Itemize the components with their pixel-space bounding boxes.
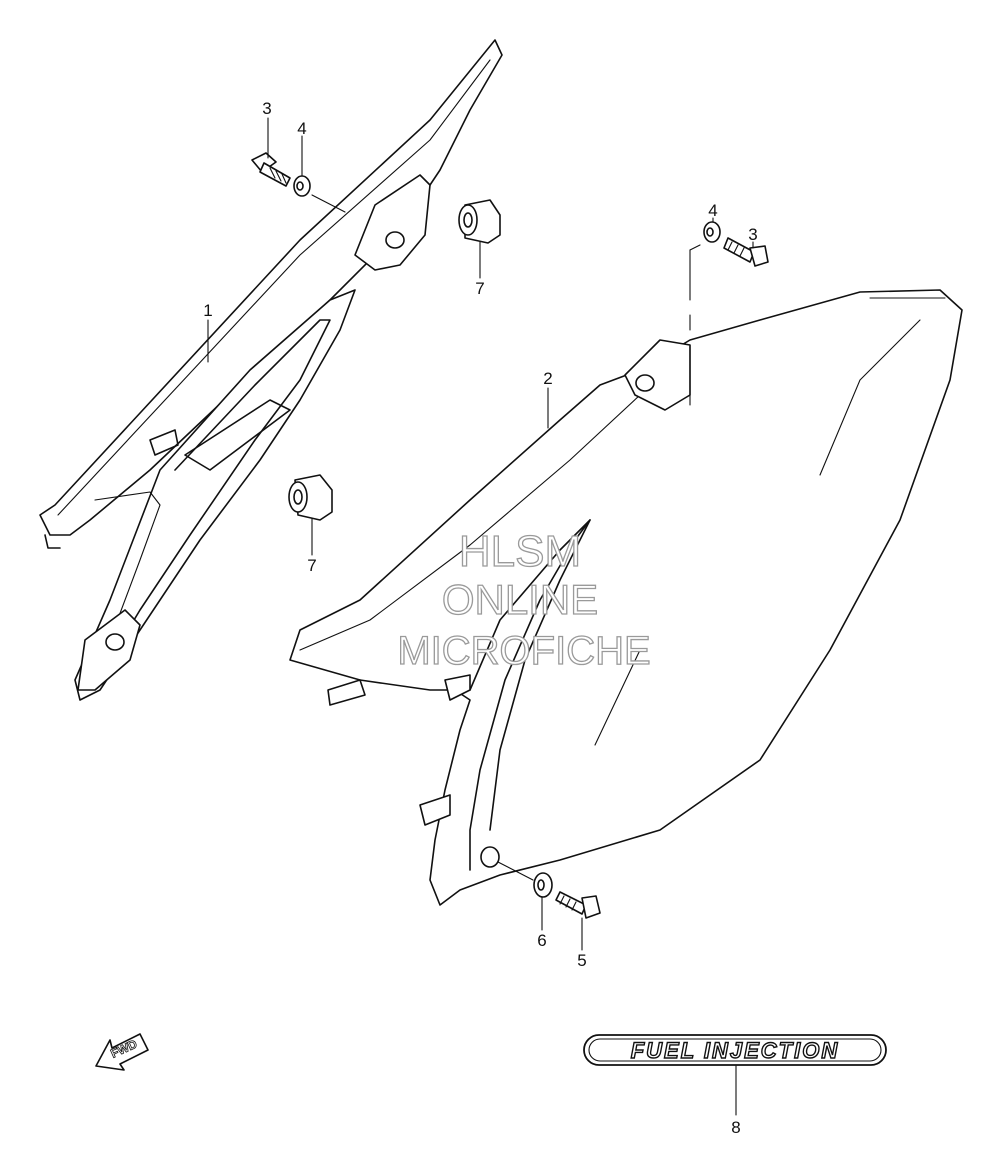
washer-4-right — [703, 221, 721, 243]
emblem-text: FUEL INJECTION — [631, 1038, 840, 1063]
fwd-arrow: FWD — [95, 1033, 149, 1071]
bolt-3-right — [723, 237, 769, 267]
callout-numbers: 1 2 3 3 4 4 5 6 7 7 8 — [203, 99, 757, 1137]
callout-4-left: 4 — [297, 119, 306, 138]
bolt-3-left — [251, 152, 291, 187]
grommet-7-upper — [458, 199, 501, 244]
callout-4-right: 4 — [708, 201, 717, 220]
callout-7-lower: 7 — [307, 556, 316, 575]
callout-2: 2 — [543, 369, 552, 388]
part-1-frame-cover — [39, 39, 503, 701]
part-2-side-cover — [289, 244, 963, 906]
callout-5: 5 — [577, 951, 586, 970]
callout-3-right: 3 — [748, 225, 757, 244]
grommet-7-lower — [288, 474, 333, 521]
callout-1: 1 — [203, 301, 212, 320]
callout-6: 6 — [537, 931, 546, 950]
bolt-5 — [555, 891, 601, 919]
watermark-line-1: HLSM — [459, 527, 581, 576]
washer-6 — [497, 861, 553, 898]
watermark-line-3: MICROFICHE — [397, 629, 650, 673]
callout-7-upper: 7 — [475, 279, 484, 298]
callout-8: 8 — [731, 1118, 740, 1137]
leader-lines — [207, 117, 754, 1116]
watermark: HLSM ONLINE MICROFICHE — [397, 526, 652, 673]
callout-3-left: 3 — [262, 99, 271, 118]
part-8-fuel-injection-emblem: FUEL INJECTION — [583, 1034, 887, 1066]
washer-4-left — [293, 175, 346, 213]
watermark-line-2: ONLINE — [442, 576, 598, 623]
